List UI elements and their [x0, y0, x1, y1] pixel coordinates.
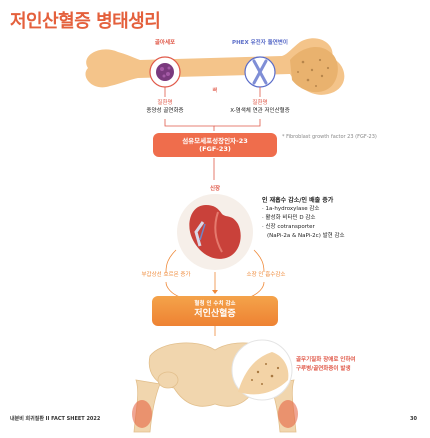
kidney-label: 신장 — [209, 186, 221, 192]
joint-highlight-icons — [132, 400, 298, 428]
left-disease-label: 질환명 — [157, 100, 173, 106]
hypophosphatemia-box: 혈청 인 수치 감소 저인산혈증 — [152, 296, 278, 326]
effects-heading: 인 재흡수 감소/인 배출 증가 — [262, 197, 334, 204]
left-disease-name: 종양성 골연화증 — [146, 108, 184, 114]
osteoblast-cell-icon — [156, 63, 174, 81]
footnote: * Fibroblast growth factor 23 (FGF-23) — [282, 134, 377, 140]
left-branch-label: 부갑상선 호르몬 증가 — [141, 272, 191, 278]
result-line2: 저인산혈증 — [194, 309, 236, 319]
bone-label: 뼈 — [212, 88, 218, 94]
chromosome-icon — [252, 59, 268, 85]
right-disease-name: X-염색체 연관 저인산혈증 — [230, 108, 290, 114]
effects-item: · 신장 cotransporter — [262, 224, 315, 230]
effects-item: (NaPi-2a & NaPi-2c) 발현 감소 — [267, 233, 345, 239]
effects-item: · 1a-hydroxylase 감소 — [262, 206, 320, 212]
result-line1: 혈청 인 수치 감소 — [194, 301, 236, 307]
kidney-icon — [189, 205, 241, 259]
right-disease-label: 질환명 — [252, 100, 268, 106]
page-number: 30 — [410, 416, 417, 422]
outcome-line2: 구루병/골연화증이 발생 — [296, 366, 351, 372]
footer-text: 내분비 희귀질환 II FACT SHEET 2022 — [10, 416, 101, 422]
effects-item: · 활성화 비타민 D 감소 — [262, 215, 316, 221]
right-branch-label: 소장 인 흡수감소 — [246, 272, 286, 278]
phex-label: PHEX 유전자 돌연변이 — [232, 40, 288, 46]
fgf23-line2: (FGF-23) — [199, 145, 231, 153]
osteoblast-label: 골아세포 — [154, 40, 176, 46]
fgf23-line1: 섬유모세포성장인자-23 — [182, 137, 248, 145]
outcome-text: 골무기질화 장애로 인하여 구루병/골연화증이 발생 — [296, 356, 356, 374]
kidney-effects: 인 재흡수 감소/인 배출 증가 · 1a-hydroxylase 감소 · 활… — [262, 196, 345, 241]
page-title: 저인산혈증 병태생리 — [10, 11, 161, 32]
outcome-line1: 골무기질화 장애로 인하여 — [296, 357, 356, 363]
fgf23-box: 섬유모세포성장인자-23 (FGF-23) — [153, 133, 277, 157]
bone-illustration — [85, 38, 345, 95]
